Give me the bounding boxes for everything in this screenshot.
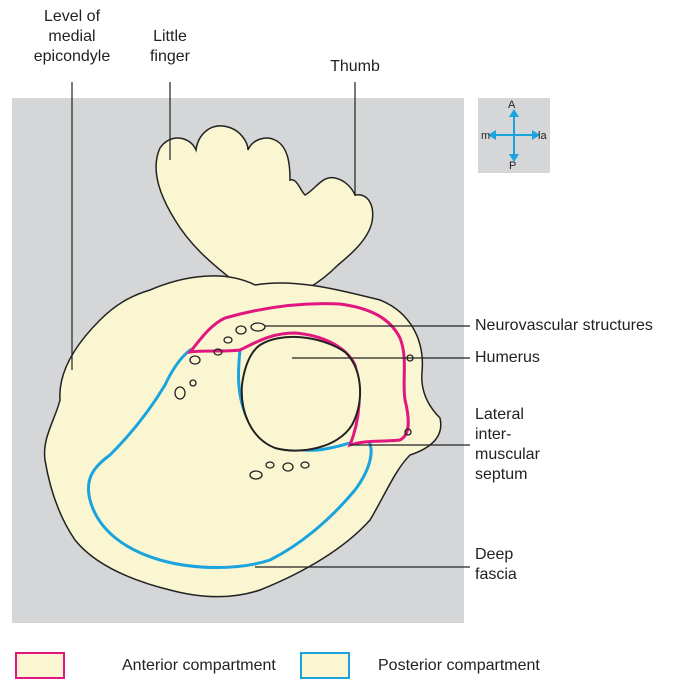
legend-swatch-anterior bbox=[15, 652, 65, 679]
label-humerus: Humerus bbox=[475, 348, 540, 368]
label-thumb: Thumb bbox=[320, 57, 390, 77]
compass-lateral: la bbox=[538, 130, 547, 142]
label-little-finger: Little finger bbox=[140, 27, 200, 67]
label-deep-fascia: Deep fascia bbox=[475, 545, 517, 585]
legend-label-posterior: Posterior compartment bbox=[378, 656, 540, 676]
label-neurovascular: Neurovascular structures bbox=[475, 316, 653, 336]
label-lateral-septum: Lateral inter- muscular septum bbox=[475, 405, 540, 485]
humerus bbox=[242, 337, 360, 451]
compass-medial: m bbox=[481, 130, 490, 142]
compass-posterior: P bbox=[509, 160, 516, 172]
label-medial-epicondyle: Level of medial epicondyle bbox=[22, 7, 122, 67]
compass-anterior: A bbox=[508, 99, 515, 111]
legend-label-anterior: Anterior compartment bbox=[122, 656, 276, 676]
legend-swatch-posterior bbox=[300, 652, 350, 679]
